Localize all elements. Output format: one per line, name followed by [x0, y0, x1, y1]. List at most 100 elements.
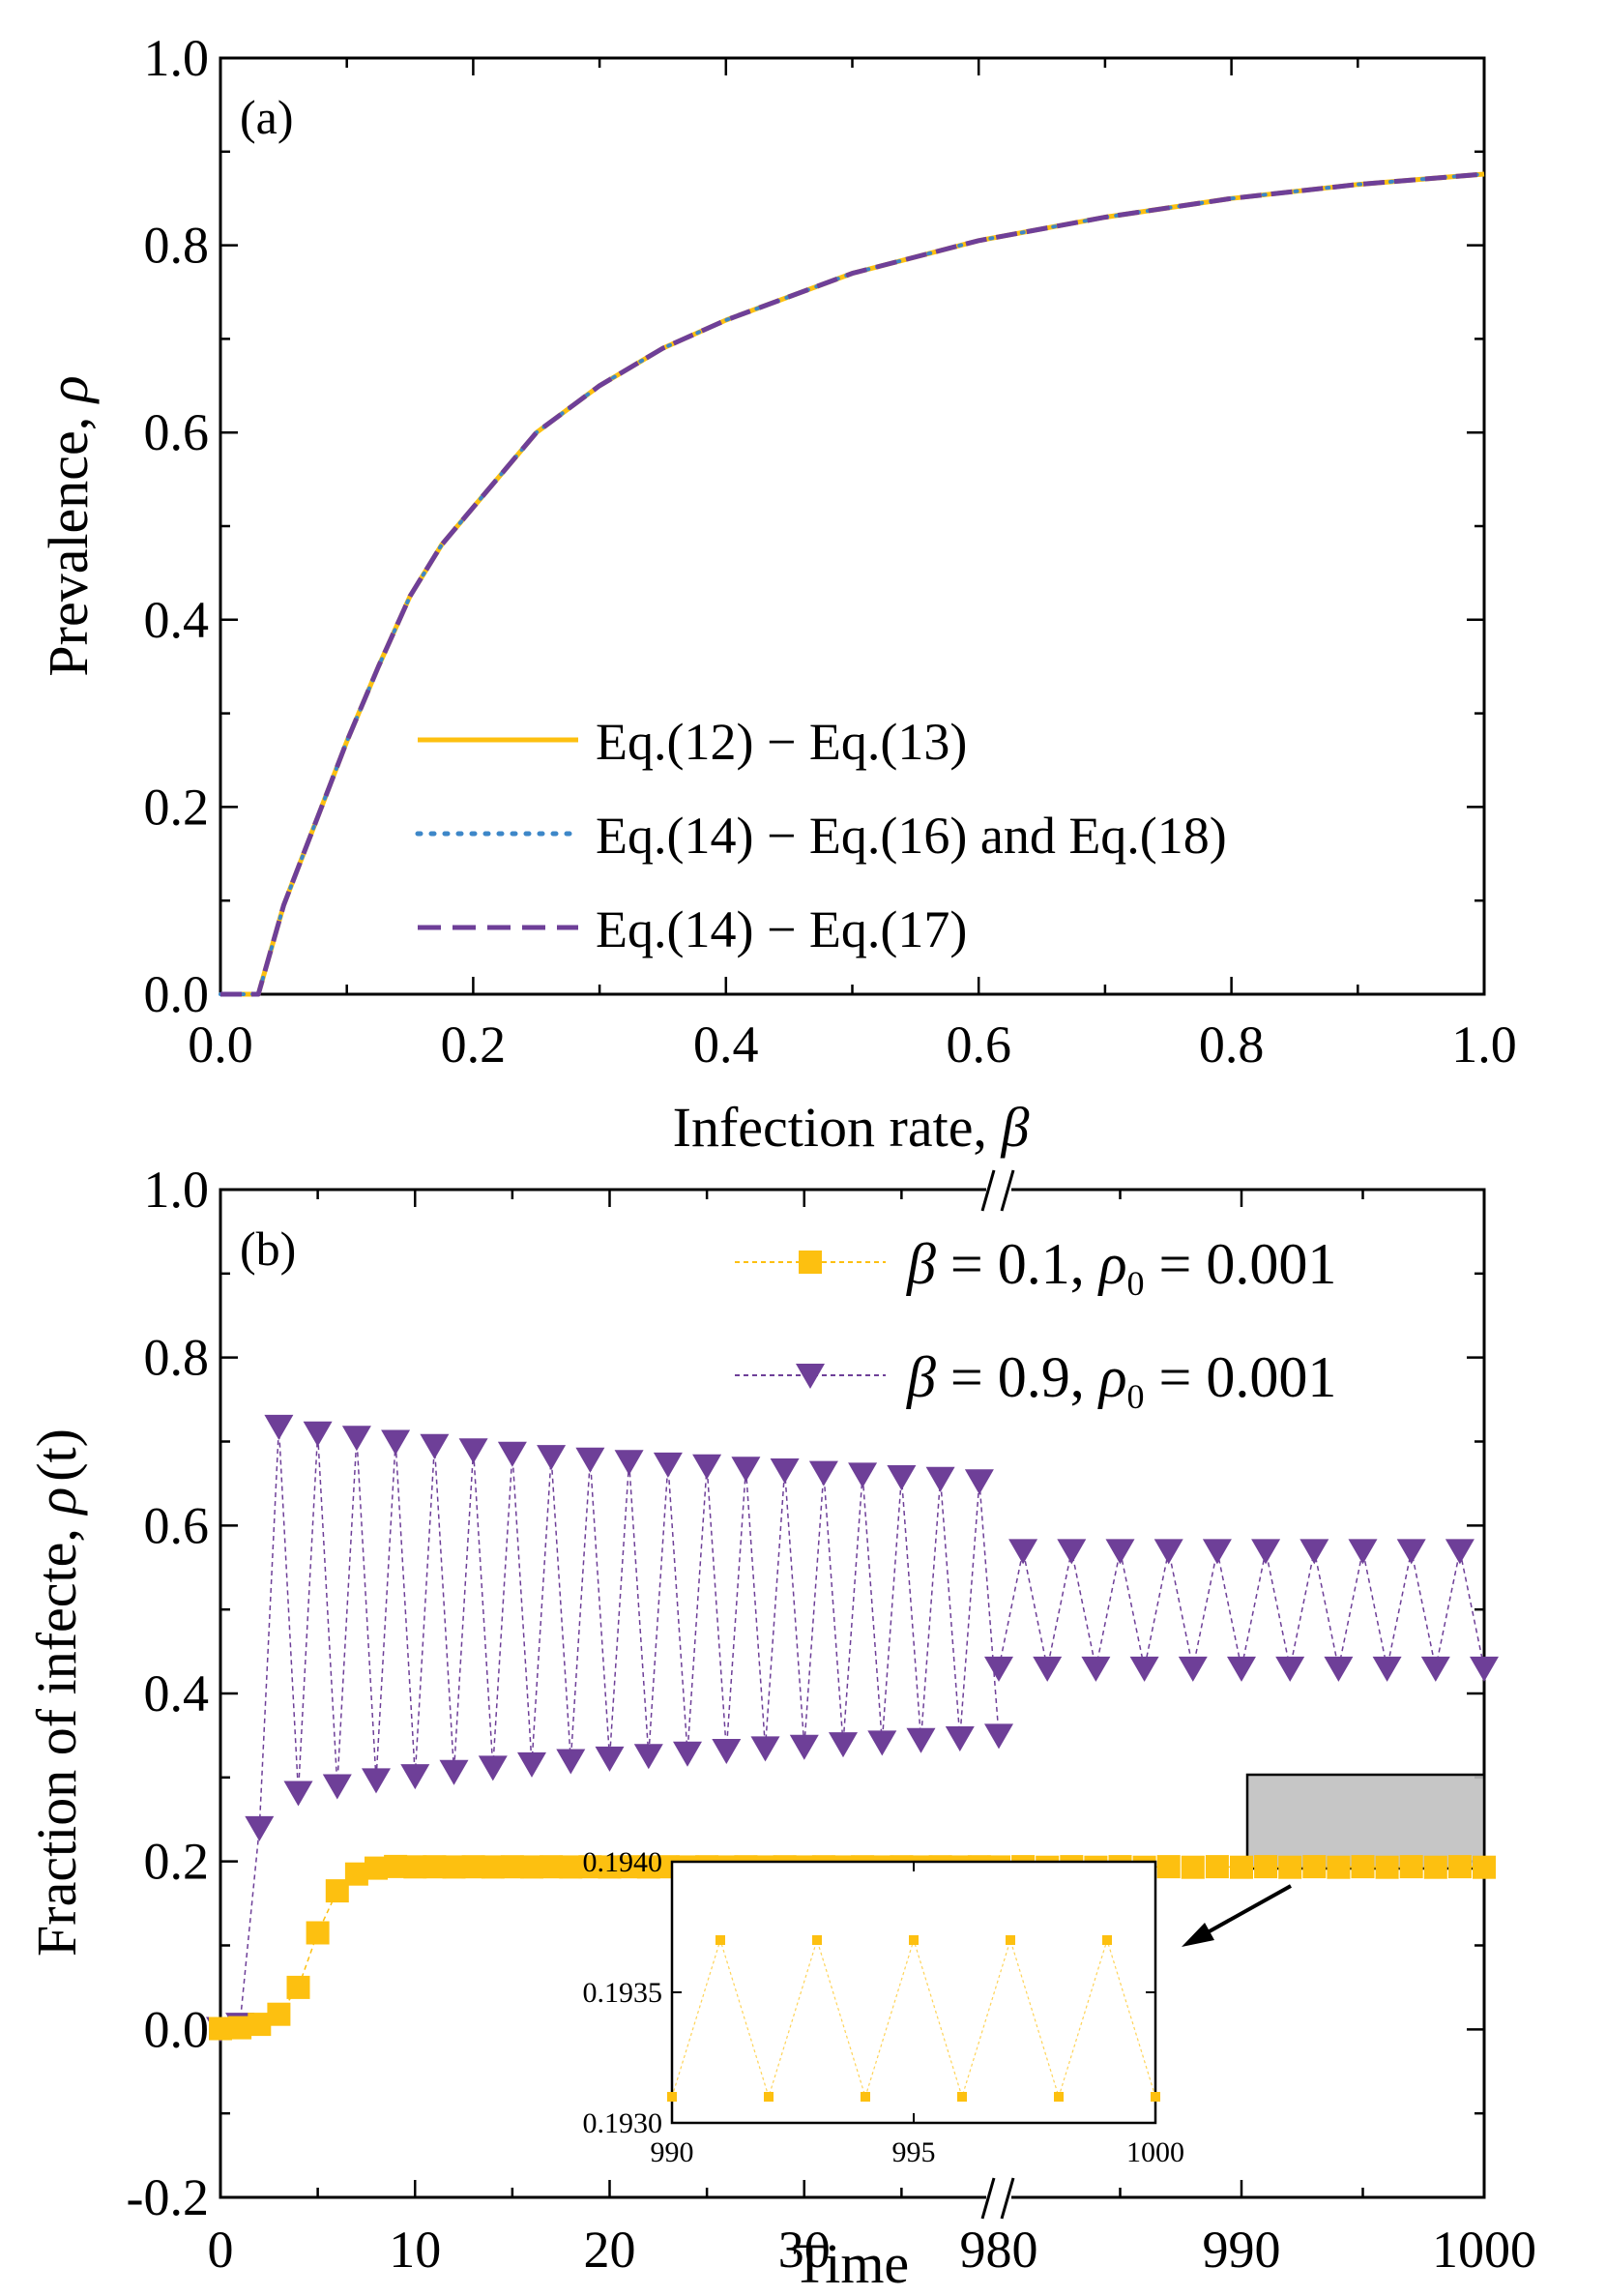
x-tick-label: 20: [584, 2221, 636, 2279]
data-point-square: [306, 1921, 330, 1945]
data-point-triangle: [770, 1458, 800, 1484]
inset-y-tick-label: 0.1930: [583, 2107, 663, 2139]
data-point-square: [1302, 1855, 1327, 1879]
data-point-square: [1399, 1855, 1423, 1879]
data-point-triangle: [245, 1815, 275, 1841]
data-point-triangle: [633, 1744, 663, 1770]
data-point-triangle: [362, 1768, 391, 1794]
data-point-triangle: [497, 1441, 527, 1467]
data-point-square: [1375, 1855, 1399, 1879]
data-point-triangle: [1081, 1656, 1111, 1682]
y-tick-label: 0.2: [144, 1833, 210, 1891]
data-point-triangle: [964, 1469, 994, 1495]
data-point-square: [1230, 1855, 1253, 1879]
data-point-triangle: [731, 1457, 761, 1483]
data-point-square: [442, 1855, 466, 1879]
panel-a-series: [219, 171, 1486, 997]
data-point-square: [228, 2016, 252, 2040]
data-point-triangle: [984, 1656, 1013, 1682]
data-point-triangle: [867, 1730, 897, 1756]
x-tick-label: 0: [208, 2221, 234, 2279]
y-tick-label: 0.2: [144, 778, 210, 836]
data-point-square: [267, 2002, 291, 2026]
data-point-square: [617, 1855, 641, 1879]
data-point-triangle: [848, 1462, 878, 1488]
data-point-triangle: [556, 1749, 586, 1775]
data-point-triangle: [887, 1465, 917, 1490]
x-tick-label: 30: [778, 2221, 831, 2279]
x-tick-label: 0.2: [441, 1016, 507, 1074]
data-point-triangle: [439, 1759, 469, 1785]
data-point-triangle: [1372, 1656, 1402, 1682]
axis-break-markers: [980, 1169, 1015, 2220]
x-tick-label: 0.8: [1199, 1016, 1265, 1074]
data-point-triangle: [264, 1414, 294, 1440]
x-tick-label: 990: [1203, 2221, 1281, 2279]
panel-a-ylabel: Prevalence, ρ: [37, 375, 100, 676]
data-point-square: [1156, 1855, 1181, 1879]
y-tick-label: 0.6: [144, 403, 210, 461]
data-point-triangle: [906, 1727, 936, 1753]
data-point-square: [578, 1855, 602, 1879]
panel-a-xlabel: Infection rate, β: [673, 1096, 1030, 1159]
data-point-triangle: [789, 1734, 819, 1760]
y-tick-label: 0.6: [144, 1496, 210, 1554]
data-point-square: [423, 1855, 447, 1879]
inset-data-point: [909, 1935, 919, 1945]
data-point-triangle: [750, 1736, 780, 1762]
data-point-square: [500, 1855, 524, 1879]
inset-data-point: [667, 2092, 677, 2102]
panel-b-legend: β = 0.1, ρ0 = 0.001 β = 0.9, ρ0 = 0.001: [735, 1232, 1336, 1416]
data-point-triangle: [1008, 1539, 1038, 1565]
legend-marker-square: [799, 1251, 822, 1274]
x-tick-label: 980: [960, 2221, 1038, 2279]
data-point-square: [540, 1855, 564, 1879]
data-point-triangle: [673, 1741, 702, 1767]
data-point-triangle: [1420, 1656, 1450, 1682]
data-point-triangle: [1251, 1539, 1281, 1565]
data-point-triangle: [712, 1739, 742, 1764]
panel-b-label: (b): [240, 1222, 296, 1276]
x-tick-label: 0.4: [693, 1016, 759, 1074]
data-point-square: [461, 1855, 485, 1879]
data-point-square: [1327, 1855, 1351, 1879]
x-tick-label: 1.0: [1451, 1016, 1517, 1074]
y-tick-label: 1.0: [144, 29, 210, 87]
data-point-triangle: [1129, 1656, 1159, 1682]
data-point-triangle: [1178, 1656, 1208, 1682]
data-point-triangle: [1348, 1539, 1378, 1565]
data-point-triangle: [341, 1426, 371, 1452]
data-point-square: [384, 1854, 408, 1878]
data-point-square: [559, 1855, 583, 1879]
inset-x-tick-label: 990: [651, 2136, 694, 2168]
data-point-triangle: [1202, 1539, 1232, 1565]
data-point-triangle: [400, 1764, 430, 1790]
data-point-triangle: [1153, 1539, 1183, 1565]
y-tick-label: 0.0: [144, 965, 210, 1023]
data-point-triangle: [1275, 1656, 1305, 1682]
y-tick-label: 1.0: [144, 1161, 210, 1219]
inset-x-tick-label: 995: [892, 2136, 936, 2168]
data-point-square: [1423, 1855, 1447, 1879]
inset-data-point: [1151, 2092, 1160, 2102]
inset-data-point: [1102, 1935, 1112, 1945]
data-point-triangle: [595, 1746, 625, 1772]
x-tick-label: 0.0: [188, 1016, 253, 1074]
data-point-square: [1447, 1855, 1472, 1879]
data-point-triangle: [1033, 1656, 1063, 1682]
data-point-square: [209, 2016, 232, 2041]
data-point-triangle: [283, 1781, 313, 1807]
inset-x-tick-label: 1000: [1126, 2136, 1184, 2168]
legend-label-a0: Eq.(12) − Eq.(13): [596, 713, 967, 771]
data-point-triangle: [925, 1466, 955, 1492]
x-tick-label: 10: [389, 2221, 441, 2279]
y-tick-label: 0.0: [144, 2000, 210, 2058]
data-point-square: [248, 2013, 272, 2037]
